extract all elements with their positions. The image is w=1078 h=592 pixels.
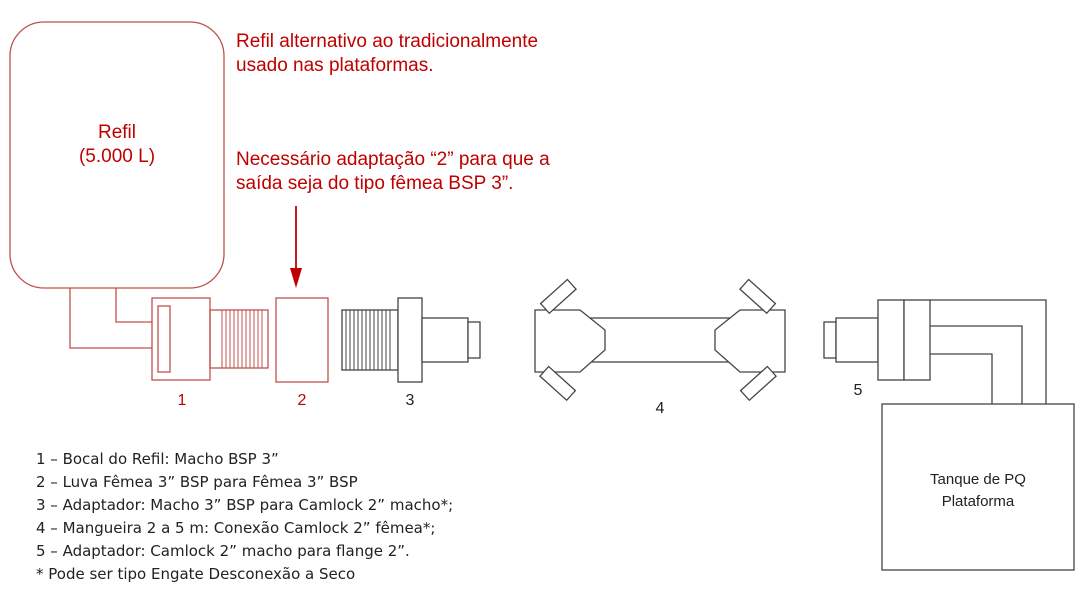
tank-label-line1: Tanque de PQ: [930, 471, 1026, 488]
part-number-2: 2: [298, 392, 307, 409]
part-number-5: 5: [854, 382, 863, 399]
part-number-4: 4: [656, 400, 665, 417]
legend-footnote: * Pode ser tipo Engate Desconexão a Seco: [36, 565, 356, 583]
part-1-bocal: [151, 297, 269, 381]
legend-list: 1 – Bocal do Refil: Macho BSP 3” 2 – Luv…: [36, 448, 453, 586]
note2-line2: saída seja do tipo fêmea BSP 3”.: [236, 173, 514, 194]
part-number-3: 3: [406, 392, 415, 409]
legend-item: 1 – Bocal do Refil: Macho BSP 3”: [36, 450, 279, 468]
legend-item: 2 – Luva Fêmea 3” BSP para Fêmea 3” BSP: [36, 473, 358, 491]
tanque-pq: [881, 403, 1075, 571]
legend-item: 5 – Adaptador: Camlock 2” macho para fla…: [36, 542, 410, 560]
part-4-mangueira: [534, 278, 786, 402]
note1-line1: Refil alternativo ao tradicionalmente: [236, 31, 539, 52]
part-3-adaptador: [341, 297, 481, 383]
legend-item: 4 – Mangueira 2 a 5 m: Conexão Camlock 2…: [36, 519, 436, 537]
note1-line2: usado nas plataformas.: [236, 55, 434, 76]
note-adaptacao: Necessário adaptação “2” para que a saíd…: [236, 148, 550, 196]
refil-tank: [9, 21, 225, 349]
tank-label-line2: Plataforma: [942, 493, 1015, 510]
part-5-adaptador-flange: [823, 299, 1047, 404]
part-2-luva: [275, 297, 329, 383]
part-number-1: 1: [178, 392, 187, 409]
legend-item: 3 – Adaptador: Macho 3” BSP para Camlock…: [36, 496, 454, 514]
note2-line1: Necessário adaptação “2” para que a: [236, 149, 550, 170]
refil-label-line2: (5.000 L): [79, 146, 155, 167]
refil-label-line1: Refil: [98, 122, 136, 143]
note-refil-alternativo: Refil alternativo ao tradicionalmente us…: [236, 30, 538, 78]
arrow-down-icon: [290, 206, 302, 288]
